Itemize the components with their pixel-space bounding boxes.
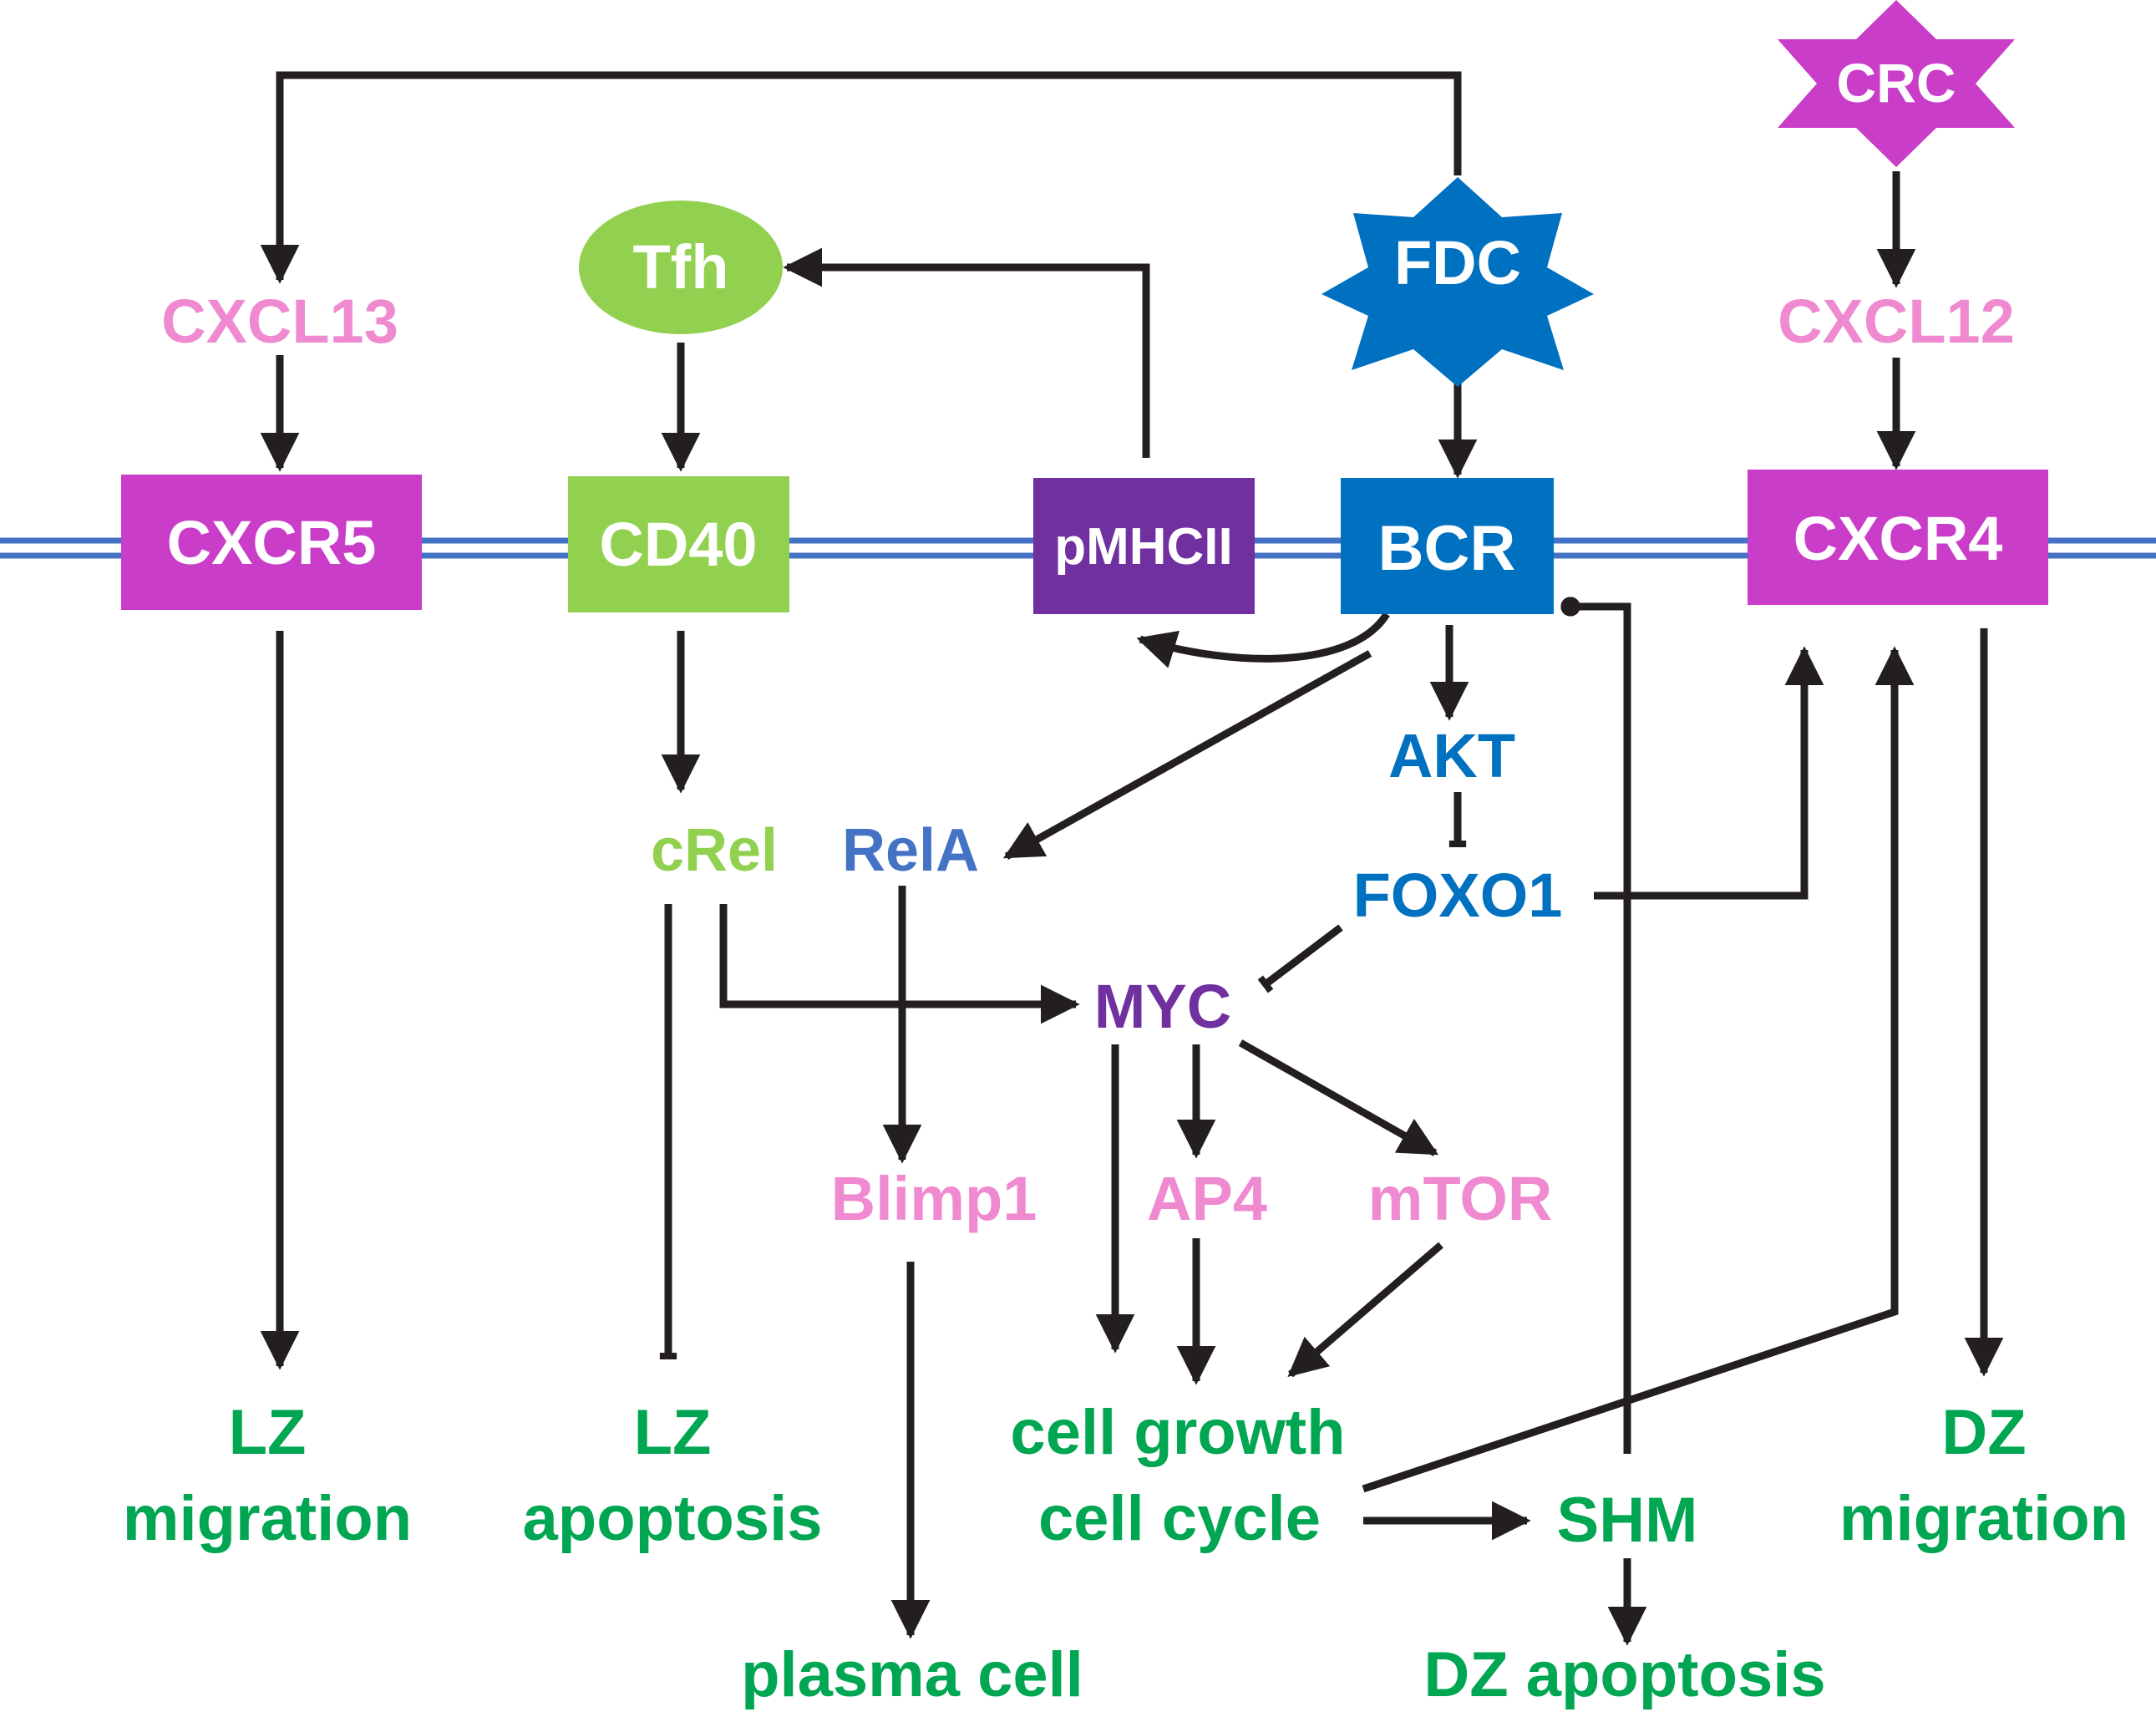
cd40-receptor: CD40 [568, 476, 789, 612]
dz-migration-outcome: DZ migration [1839, 1397, 2128, 1554]
edge-bcr-pmhcii [1136, 612, 1390, 668]
bcr-label: BCR [1378, 513, 1516, 584]
cell-growth-cycle-outcome: cell growth cell cycle [1010, 1397, 1345, 1554]
crel-label: cRel [651, 817, 778, 884]
cxcr5-label: CXCR5 [167, 508, 377, 577]
cxcr4-receptor: CXCR4 [1748, 470, 2048, 605]
cell-growth-line: cell growth [1010, 1397, 1345, 1468]
shm-label: SHM [1557, 1485, 1698, 1556]
lz-migration-line1: LZ [229, 1397, 307, 1468]
dz-apoptosis-label: DZ apoptosis [1423, 1639, 1825, 1710]
mtor-label: mTOR [1368, 1164, 1553, 1233]
edge-foxo1-cxcr4 [1594, 646, 1824, 900]
plasma-cell-label: plasma cell [741, 1639, 1083, 1710]
edge-cell-cycle-cxcr4 [1362, 646, 1915, 1493]
cd40-label: CD40 [599, 510, 757, 579]
foxo1-label: FOXO1 [1353, 861, 1563, 930]
crc-star-shape [1778, 0, 2015, 167]
lz-apoptosis-outcome: LZ apoptosis [523, 1397, 823, 1554]
crc-node: CRC [1778, 0, 2015, 167]
lz-migration-outcome: LZ migration [123, 1397, 412, 1554]
rela-label: RelA [842, 817, 979, 884]
fdc-label: FDC [1394, 228, 1521, 297]
edge-bcr-rela [1002, 650, 1372, 860]
lz-apoptosis-line2: apoptosis [523, 1483, 823, 1554]
pmhcii-receptor: pMHCII [1033, 478, 1255, 614]
tfh-ellipse-shape [579, 201, 783, 334]
fdc-node: FDC [1322, 177, 1594, 387]
fdc-star-shape [1322, 177, 1594, 387]
edges [260, 71, 2004, 1646]
tfh-label: Tfh [632, 232, 728, 302]
cell-cycle-line: cell cycle [1038, 1483, 1321, 1554]
edge-myc-mtor [1238, 1039, 1439, 1156]
myc-label: MYC [1094, 972, 1231, 1041]
edge-shm-bcr [1560, 597, 1631, 1454]
dz-migration-line1: DZ [1941, 1397, 2026, 1468]
lz-apoptosis-line1: LZ [634, 1397, 712, 1468]
edge-fdc-cxcl13 [260, 71, 1462, 284]
cxcl13-label: CXCL13 [161, 287, 398, 356]
cxcr5-receptor: CXCR5 [121, 475, 422, 610]
edge-foxo1-myc [1257, 924, 1343, 993]
dz-migration-line2: migration [1839, 1483, 2128, 1554]
crc-label: CRC [1837, 52, 1956, 114]
pmhcii-label: pMHCII [1054, 518, 1233, 576]
cxcr4-label: CXCR4 [1793, 504, 2003, 573]
cxcl12-label: CXCL12 [1778, 287, 2015, 356]
edge-mtor-cell-cycle [1287, 1242, 1443, 1378]
lz-migration-line2: migration [123, 1483, 412, 1554]
tfh-node: Tfh [579, 201, 783, 334]
blimp1-label: Blimp1 [831, 1164, 1037, 1233]
akt-label: AKT [1388, 721, 1515, 790]
edge-crel-myc [719, 904, 1080, 1024]
bcr-receptor: BCR [1341, 478, 1554, 614]
edge-pmhcii-tfh [783, 247, 1150, 458]
ap4-label: AP4 [1147, 1164, 1267, 1233]
